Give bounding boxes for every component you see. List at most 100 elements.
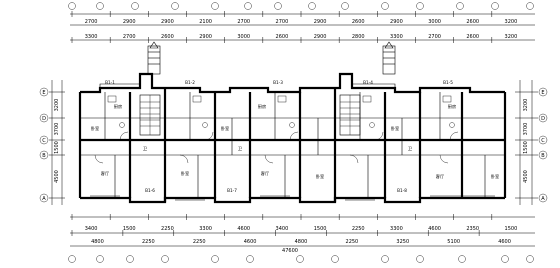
axis-bubble	[526, 255, 534, 263]
axis-label-right: E	[541, 90, 544, 96]
dim-label-left: 4500	[54, 170, 60, 183]
dim-label-bottom-inner: 2250	[352, 226, 365, 232]
axis-bubble-left	[39, 87, 49, 97]
axis-bubble	[161, 255, 169, 263]
dim-label-top-inner: 2900	[199, 34, 212, 40]
room-label: 厨房	[258, 103, 266, 110]
dim-label-bottom-outer: 4800	[295, 239, 308, 245]
dim-label-top-inner: 2600	[276, 34, 289, 40]
room-label: 卧室	[91, 125, 99, 132]
axis-bubble	[211, 2, 219, 10]
dim-label-top: 2600	[466, 19, 479, 25]
dim-label-top: 2900	[390, 19, 403, 25]
axis-bubble-right	[538, 135, 548, 145]
axis-label-right: C	[541, 138, 545, 144]
dim-label-top: 3000	[428, 19, 441, 25]
room-label: 客厅	[436, 173, 444, 180]
interior-partitions	[80, 88, 505, 202]
axis-bubble	[68, 255, 76, 263]
dim-label-top-inner: 2800	[352, 34, 365, 40]
room-label: 厨房	[114, 103, 122, 110]
dim-label-bottom-inner: 1500	[314, 226, 327, 232]
dim-label-top-inner: 2700	[428, 34, 441, 40]
dim-label-bottom-outer: 3250	[396, 239, 409, 245]
axis-bubble	[131, 2, 139, 10]
total-dimension: 47600	[282, 248, 298, 254]
axis-bubble-left	[39, 113, 49, 123]
dim-label-top-inner: 2900	[314, 34, 327, 40]
dim-label-top: 2900	[123, 19, 136, 25]
dim-label-top-inner: 3300	[390, 34, 403, 40]
dim-label-top-inner: 3300	[85, 34, 98, 40]
axis-bubble	[211, 255, 219, 263]
room-label: 卫	[238, 146, 242, 151]
axis-bubble	[456, 2, 464, 10]
dim-label-top: 2700	[237, 19, 250, 25]
axis-bubble	[416, 2, 424, 10]
dim-label-bottom-outer: 2250	[193, 239, 206, 245]
dim-label-bottom-outer: 4600	[244, 239, 257, 245]
room-label: 客厅	[261, 170, 269, 177]
axis-bubble	[526, 2, 534, 10]
axis-bubble	[96, 2, 104, 10]
dim-label-top: 2700	[276, 19, 289, 25]
room-label: 卫	[143, 146, 147, 151]
dim-label-top: 2600	[352, 19, 365, 25]
room-label: 厨房	[448, 103, 456, 110]
room-label: 卧室	[181, 170, 189, 177]
dim-label-bottom-inner: 4600	[237, 226, 250, 232]
axis-bubble-left	[39, 193, 49, 203]
dim-label-top-inner: 3200	[505, 34, 518, 40]
axis-bubble	[341, 2, 349, 10]
dim-label-right: 4500	[523, 170, 529, 183]
axis-bubble	[246, 255, 254, 263]
axis-bubble	[501, 255, 509, 263]
building-walls	[78, 41, 507, 204]
unit-tag: B1-5	[443, 80, 453, 85]
axis-label-left: E	[42, 90, 45, 96]
axis-label-left: B	[42, 153, 46, 159]
axis-bubble	[126, 255, 134, 263]
axis-bubble	[491, 2, 499, 10]
dim-label-left: 1500	[54, 141, 60, 154]
dim-label-bottom-outer: 2250	[142, 239, 155, 245]
axis-label-left: A	[42, 196, 46, 202]
axis-label-left: C	[42, 138, 46, 144]
axis-bubble	[458, 255, 466, 263]
dim-label-bottom-outer: 4600	[498, 239, 511, 245]
room-label: 卫	[408, 146, 412, 151]
dim-label-top-inner: 2700	[123, 34, 136, 40]
axis-bubble	[296, 255, 304, 263]
unit-tag: B1-2	[185, 80, 195, 85]
axis-bubble	[171, 2, 179, 10]
dim-label-top: 2700	[85, 19, 98, 25]
dim-label-right: 3200	[523, 99, 529, 112]
axis-bubble-right	[538, 87, 548, 97]
unit-tag: B1-6	[145, 188, 155, 193]
dim-label-top: 2900	[161, 19, 174, 25]
room-labels: 卧室厨房卫客厅卧室卧室厨房卫客厅卧室卧室厨房卫客厅卧室	[91, 103, 499, 180]
axis-bubble-right	[538, 113, 548, 123]
axis-bubble	[381, 2, 389, 10]
axis-bubble	[381, 255, 389, 263]
room-label: 卧室	[221, 125, 229, 132]
unit-tag: B1-1	[105, 80, 115, 85]
dim-label-bottom-inner: 2350	[466, 226, 479, 232]
room-label: 卧室	[316, 173, 324, 180]
dim-label-bottom-inner: 3400	[85, 226, 98, 232]
axis-bubble-right	[538, 150, 548, 160]
axis-bubble	[331, 255, 339, 263]
axis-label-right: D	[541, 116, 545, 122]
dim-label-bottom-inner: 4600	[428, 226, 441, 232]
dim-label-top-inner: 2600	[466, 34, 479, 40]
dim-label-bottom-inner: 3300	[199, 226, 212, 232]
unit-tag: B1-4	[363, 80, 373, 85]
room-label: 卧室	[491, 173, 499, 180]
axis-bubble	[308, 2, 316, 10]
dim-label-bottom-inner: 2250	[161, 226, 174, 232]
axis-bubble-right	[538, 193, 548, 203]
